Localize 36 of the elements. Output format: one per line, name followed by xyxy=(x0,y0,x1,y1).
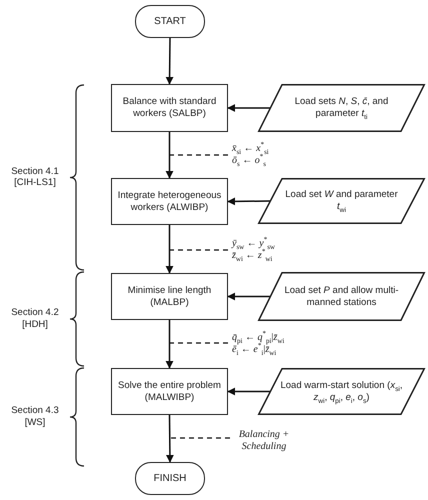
step-text: Integrate heterogeneous workers (ALWIBP) xyxy=(116,190,222,214)
arrow xyxy=(166,132,174,179)
arrow xyxy=(227,104,270,112)
dashed-leader-line xyxy=(170,154,228,156)
section-label: Section 4.2 [HDH] xyxy=(10,307,60,331)
terminal-label: FINISH xyxy=(154,473,186,484)
input-parallelogram xyxy=(258,368,425,415)
arrow xyxy=(166,415,174,463)
arrow xyxy=(166,38,174,85)
assignment-text: ē$_{i}$ ← e$^{*}$$_{i}$|z̄$_{wi}$ xyxy=(232,344,276,356)
step-text: Solve the entire problem (MALWIBP) xyxy=(117,380,222,404)
input-parallelogram xyxy=(258,84,425,132)
annotation-text: Balancing + Scheduling xyxy=(234,421,294,461)
input-parallelogram xyxy=(258,272,425,321)
dashed-leader-line xyxy=(170,342,228,344)
section-label: Section 4.1 [CIH-LS1] xyxy=(10,166,60,190)
step-text: Load set W and parameter t$_{wi}$ xyxy=(284,189,399,213)
arrow xyxy=(227,292,270,300)
process-box xyxy=(111,368,228,415)
step-text: Minimise line length (MALBP) xyxy=(126,284,212,308)
process-box xyxy=(111,273,228,320)
dashed-leader-line xyxy=(170,249,228,251)
section-label: Section 4.3 [WS] xyxy=(10,405,60,429)
process-box xyxy=(111,84,228,132)
step-text: Load set P and allow multi-manned stations xyxy=(283,284,400,308)
step-text: Balance with standard workers (SALBP) xyxy=(122,96,218,120)
input-parallelogram xyxy=(258,178,425,224)
process-box xyxy=(111,178,228,225)
arrow xyxy=(227,197,270,206)
arrow xyxy=(166,225,174,274)
arrow xyxy=(227,388,270,396)
arrow xyxy=(166,320,174,369)
terminal-label: START xyxy=(154,16,186,27)
step-text: Load warm-start solution (x$_{si}$, z$_{wi}$, q$_{pi}$, e$_{i}$, o$_{s}$) xyxy=(280,380,403,404)
dashed-leader-line xyxy=(170,437,230,439)
step-text: Load sets N, S, c̄, and parameter t$_{ti}$ xyxy=(294,96,390,120)
